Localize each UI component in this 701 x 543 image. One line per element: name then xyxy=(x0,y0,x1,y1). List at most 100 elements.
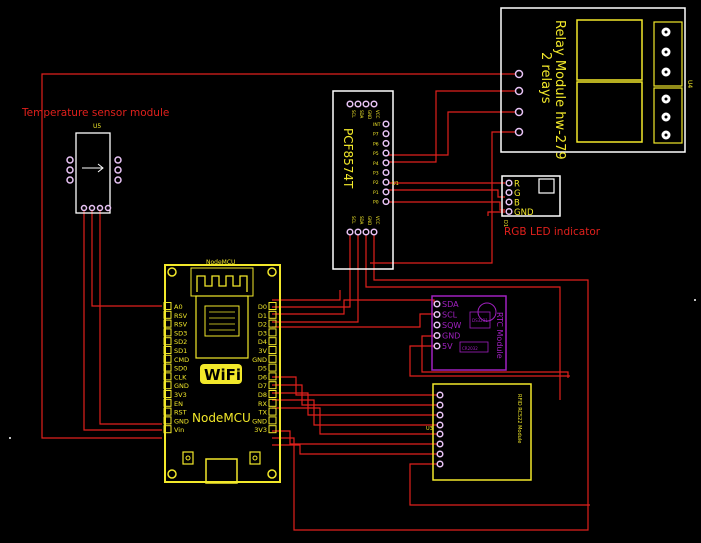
nodemcu-left-pin xyxy=(163,407,172,416)
nodemcu-right-pin-label: D7 xyxy=(258,382,267,390)
nodemcu-left-pin-label: SD2 xyxy=(174,338,187,346)
wire-rgb-b xyxy=(386,201,505,211)
pcf-bottom-pin xyxy=(362,228,370,236)
nodemcu-left-pin-label: RSV xyxy=(174,312,188,320)
wire-relay-p7 xyxy=(386,90,519,163)
pcf-top-pin-label: VCC xyxy=(375,110,380,119)
wire-rfid-7 xyxy=(272,444,440,455)
nodemcu-right-pin xyxy=(268,390,277,398)
pcf-bottom-pin-label: SDA xyxy=(359,216,364,225)
pcf-right-pin xyxy=(382,130,390,138)
relay-terminal-screws xyxy=(661,27,671,140)
edge-marker xyxy=(694,299,696,301)
pcf-top-pin xyxy=(346,100,354,108)
pcf-right-pin-label: P4 xyxy=(373,161,379,167)
nodemcu-right-pin-label: D1 xyxy=(258,312,267,320)
wire-rtc-5v xyxy=(409,345,570,377)
rtc-pin xyxy=(433,300,441,308)
nodemcu-left-pin-label: SD0 xyxy=(174,365,187,373)
wire-d0 xyxy=(272,290,341,301)
rgb-label: RGB LED indicator xyxy=(504,226,601,238)
origin-marker xyxy=(9,437,11,439)
pcf-bottom-pin xyxy=(354,228,362,236)
pcf-bottom-pin-label: VCC xyxy=(375,216,380,225)
rgb-pin xyxy=(505,179,513,187)
nodemcu-left-pin xyxy=(163,381,172,390)
wire-relay-gnd xyxy=(370,131,519,264)
nodemcu-right-pin xyxy=(268,425,277,434)
pcf-bottom-pin-label: GND xyxy=(367,216,372,225)
pcf-right-pin xyxy=(382,198,390,206)
nodemcu-right-pin xyxy=(268,346,277,354)
wire-pcf-scl xyxy=(272,235,351,308)
nodemcu-left-pin-label: RST xyxy=(174,409,187,417)
pcf-top-pin xyxy=(362,100,370,108)
relay-module: Relay Module hw-279 2 relays U4 xyxy=(500,7,693,160)
temp-sensor-ref: U5 xyxy=(93,123,101,130)
nodemcu-right-pin xyxy=(268,381,277,390)
nodemcu-right-pin-label: GND xyxy=(252,417,267,425)
nodemcu-left-pin xyxy=(163,328,172,337)
rtc-pin xyxy=(433,342,441,350)
nodemcu-left-pin-label: CMD xyxy=(174,356,189,364)
usb-port-icon xyxy=(205,458,238,484)
wire-rfid-6 xyxy=(272,430,440,445)
wire-rfid-2 xyxy=(272,384,440,406)
nodemcu-name: NodeMCU xyxy=(192,411,251,425)
nodemcu-right-pin-label: 3V xyxy=(258,347,267,355)
nodemcu-right-pin xyxy=(268,328,277,337)
wire-relay-p6 xyxy=(386,111,519,156)
pcf-top-pin-label: SCL xyxy=(351,110,356,118)
pcf-right-pin-label: P5 xyxy=(373,151,379,157)
nodemcu-left-pin xyxy=(163,354,172,363)
pcf-bottom-pin xyxy=(370,228,378,236)
nodemcu-left-pin xyxy=(163,310,172,319)
pcf-right-pin-label: P6 xyxy=(373,141,379,147)
pcf-right-pin xyxy=(382,120,390,128)
nodemcu-left-pin xyxy=(163,302,172,310)
wire-rgb-g xyxy=(386,189,505,198)
nodemcu-right-pin-label: D0 xyxy=(258,303,267,311)
wire-rfid-5 xyxy=(272,407,440,435)
nodemcu-right-pin-label: RX xyxy=(258,400,268,408)
pcf-bottom-pin-label: SCL xyxy=(351,216,356,224)
rtc-pin xyxy=(433,321,441,329)
nodemcu-left-pin xyxy=(163,363,172,372)
nodemcu-left-pin-label: Vin xyxy=(174,426,184,434)
pcf-right-pin-label: INT xyxy=(373,122,381,128)
nodemcu-right-pin xyxy=(268,337,277,346)
relay-subtitle: 2 relays xyxy=(538,52,553,104)
wire-rfid-4 xyxy=(272,399,440,426)
nodemcu-right-pin xyxy=(268,354,277,363)
nodemcu-left-pin xyxy=(163,337,172,346)
wire-pcf-gnd xyxy=(365,235,561,400)
nodemcu-left-pin-label: SD1 xyxy=(174,347,187,355)
nodemcu-right-pin-label: D8 xyxy=(258,391,267,399)
pcf-name: PCF8574T xyxy=(341,128,355,189)
nodemcu-right-pin xyxy=(268,310,277,319)
nodemcu-left-pin-label: EN xyxy=(174,400,183,408)
wire-rfid-3 xyxy=(272,392,440,416)
nodemcu-left-pin xyxy=(163,425,172,434)
nodemcu-left-pin-label: GND xyxy=(174,382,189,390)
pcf-right-pin xyxy=(382,149,390,157)
wire-layer xyxy=(41,73,590,531)
rgb-pin xyxy=(505,198,513,206)
temp-sensor-label: Temperature sensor module xyxy=(21,107,169,119)
nodemcu-top-label: NodeMCU xyxy=(206,259,235,266)
rgb-pin-label: G xyxy=(514,189,521,199)
pcf-right-pin-label: P3 xyxy=(373,171,379,177)
pcf-right-pin-label: P2 xyxy=(373,180,379,186)
pcf-top-pin xyxy=(370,100,378,108)
rtc-pin xyxy=(433,310,441,319)
pcf-right-pin xyxy=(382,168,390,177)
rtc-batt: CR2032 xyxy=(462,346,478,351)
wire-rtc-gnd xyxy=(421,335,569,378)
rtc-chip: DS3231 xyxy=(472,318,488,323)
rtc-pin xyxy=(433,331,441,340)
wire-rfid-8 xyxy=(409,463,590,506)
wire-pcf-vcc xyxy=(272,235,589,531)
